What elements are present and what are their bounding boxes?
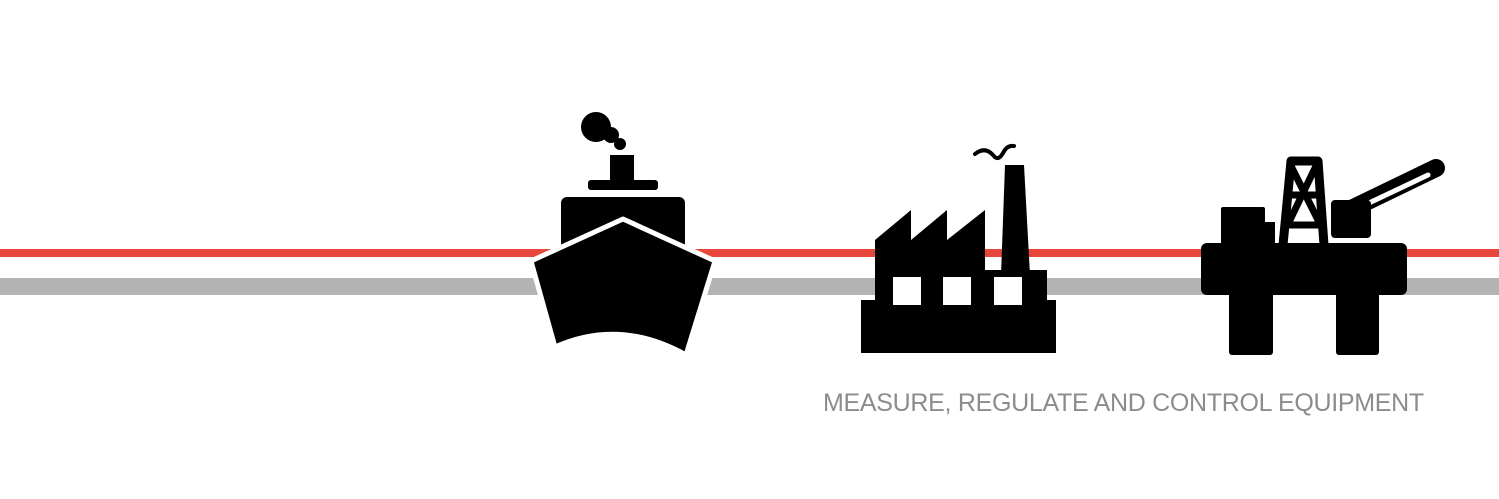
ship-icon xyxy=(528,112,718,358)
factory-icon xyxy=(861,143,1056,353)
tagline: MEASURE, REGULATE AND CONTROL EQUIPMENT xyxy=(823,389,1424,417)
oil-rig-icon xyxy=(1201,156,1445,355)
gray-stripe xyxy=(0,278,1499,295)
red-stripe xyxy=(0,249,1499,257)
